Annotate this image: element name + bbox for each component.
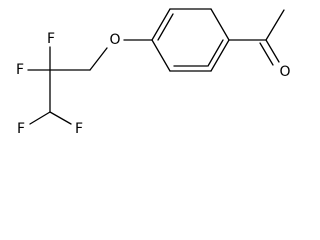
ring-bond-right-upper xyxy=(210,8,230,41)
carbonyl-double-bond-inner xyxy=(259,42,274,66)
carbonyl-double-bond-outer xyxy=(265,39,280,63)
oxygen-to-methylene-bond xyxy=(89,47,108,71)
chf2-right-fluorine-bond xyxy=(49,111,72,125)
fluorine-lower-left-label: F xyxy=(17,121,25,137)
acetyl-group: O xyxy=(228,9,291,80)
fluorine-upper-right-label: F xyxy=(16,62,24,78)
ring-bond-left-upper xyxy=(151,8,171,41)
chemical-structure-diagram: O O F F F F xyxy=(16,8,291,137)
benzene-ring xyxy=(151,8,230,72)
carbonyl-to-methyl-bond xyxy=(265,9,285,41)
aromatic-inner-bond-left xyxy=(157,13,174,41)
chf2-left-fluorine-bond xyxy=(29,111,51,125)
tetrafluoropropoxy-group: O F F F F xyxy=(16,31,153,137)
ether-oxygen-label: O xyxy=(109,32,120,48)
fluorine-upper-left-label: F xyxy=(47,31,55,47)
ring-bond-right-lower xyxy=(210,39,230,72)
ring-bond-left-lower xyxy=(151,39,171,72)
fluorine-lower-right-label: F xyxy=(75,121,83,137)
carbonyl-oxygen-label: O xyxy=(279,64,290,80)
aromatic-inner-bond-right xyxy=(207,39,224,67)
